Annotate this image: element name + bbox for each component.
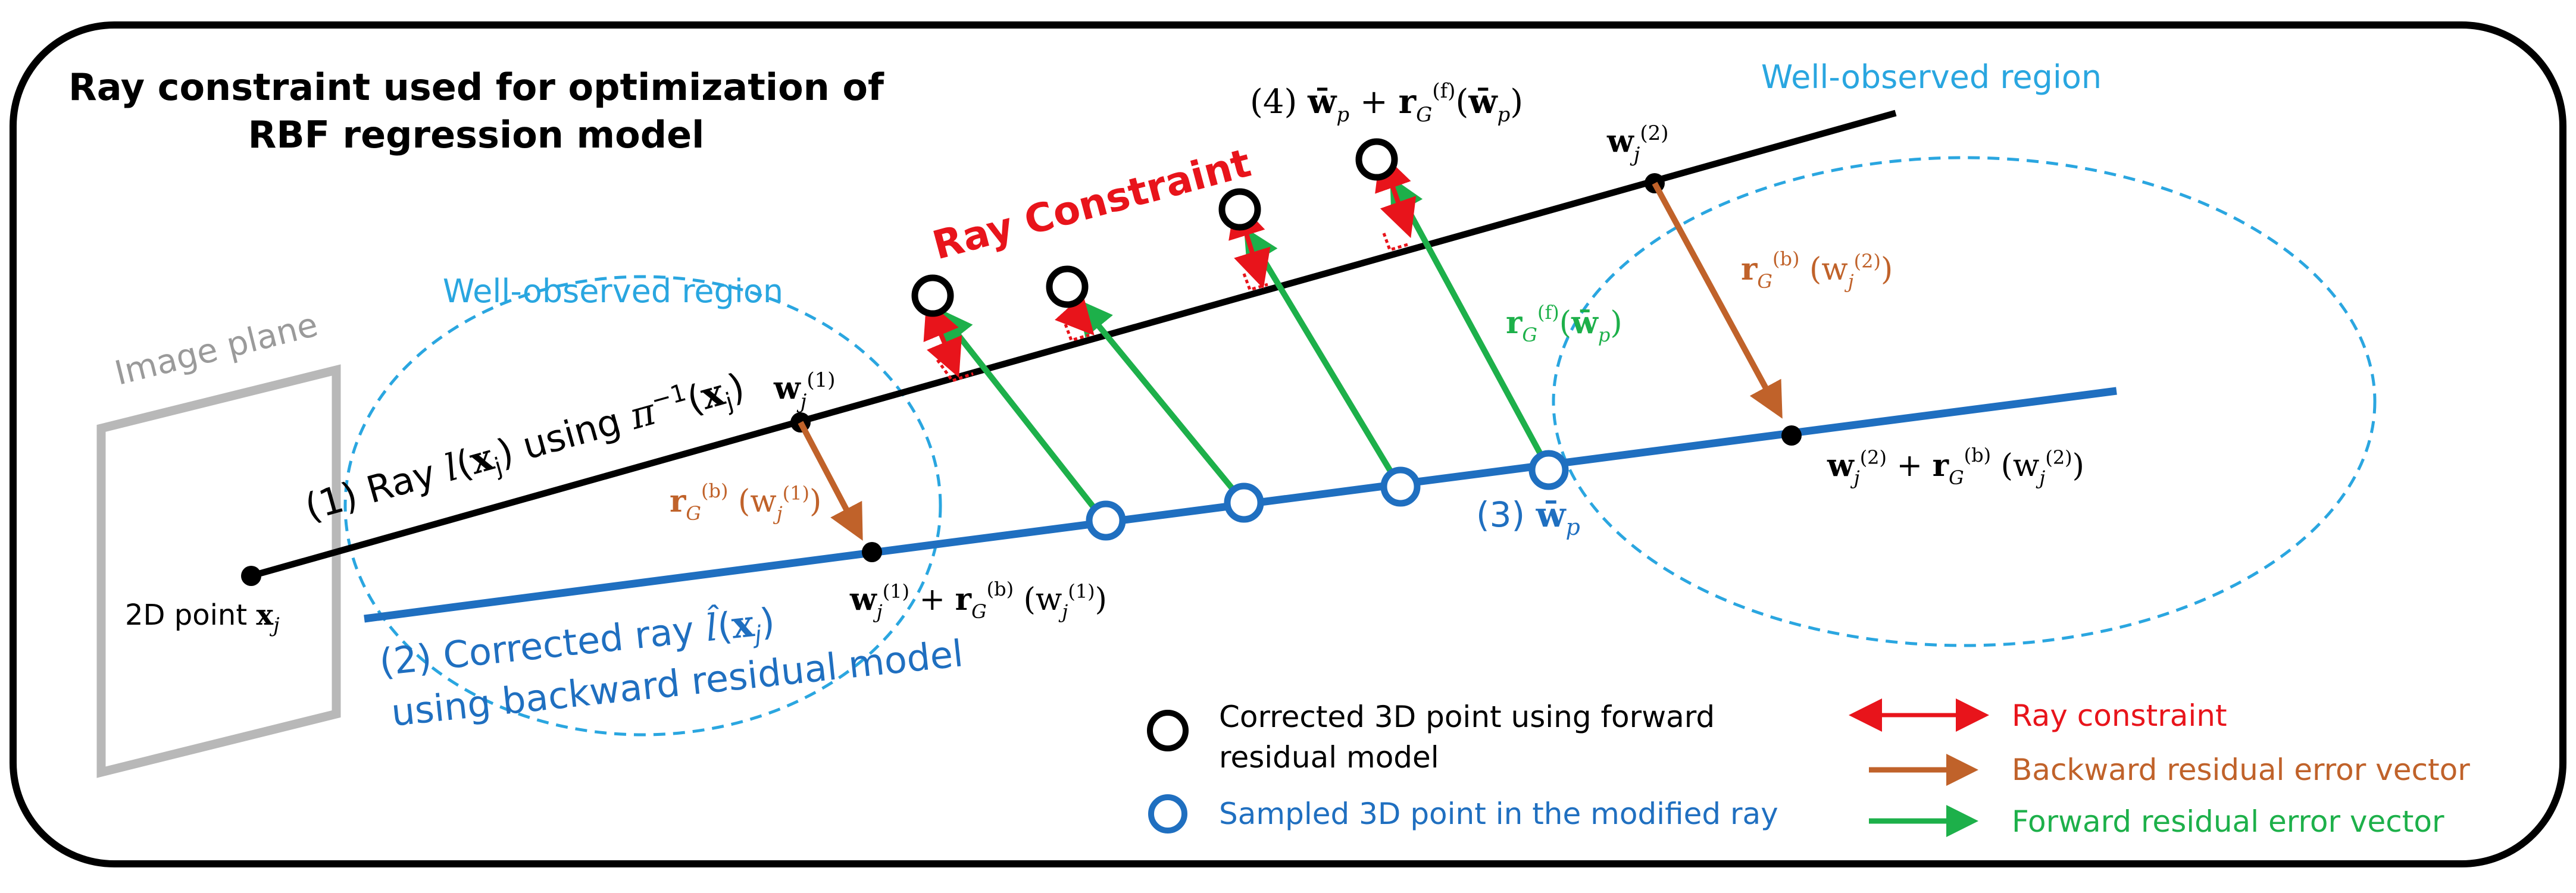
legend: Corrected 3D point using forward residua… — [1147, 698, 2470, 839]
legend-blue-circle-icon — [1148, 794, 1187, 834]
backward-vector-1 — [798, 421, 863, 541]
title-line-1: Ray constraint used for optimization of — [68, 65, 884, 109]
point-wj1-label: wj(1) — [773, 368, 835, 413]
ray-constraint-arrow-1 — [923, 299, 962, 378]
forward-vector-2 — [1076, 299, 1246, 505]
legend-green-arrow-label: Forward residual error vector — [2012, 804, 2444, 839]
well-observed-region-left — [343, 275, 942, 737]
title-line-2: RBF regression model — [248, 113, 705, 156]
label-3-sampled: (3) w̄p — [1476, 494, 1580, 540]
right-angle-marker-2 — [1064, 324, 1090, 343]
legend-black-circle-label-1: Corrected 3D point using forward — [1219, 700, 1715, 734]
ray-line — [250, 109, 1897, 579]
corrected-wj2-label: wj(2) + rG(b) (wj(2)) — [1827, 444, 2084, 489]
legend-black-circle-label-2: residual model — [1219, 740, 1439, 775]
ray-constraint-arrow-4 — [1375, 151, 1417, 239]
forward-vector-4 — [1390, 176, 1550, 469]
sampled-3d-point-3 — [1380, 466, 1421, 507]
legend-red-arrow-label: Ray constraint — [2012, 698, 2227, 733]
ray-constraint-arrow-3 — [1228, 199, 1271, 289]
legend-black-circle-icon — [1147, 710, 1189, 751]
forward-vector-3 — [1243, 227, 1402, 487]
well-observed-region-right — [1552, 156, 2377, 647]
label-4-formula: (4) w̄p + rG(f)(w̄p) — [1250, 79, 1523, 127]
point-wj2-corrected — [1781, 425, 1802, 446]
point-2d-label: 2D point xj — [125, 599, 280, 637]
backward-residual-1-label: rG(b) (wj(1)) — [670, 480, 821, 525]
sampled-3d-point-4 — [1528, 450, 1569, 490]
right-angle-marker-1 — [936, 359, 974, 383]
legend-orange-arrow-label: Backward residual error vector — [2012, 753, 2470, 787]
corrected-3d-point-3 — [1218, 188, 1261, 231]
ray-constraint-label: Ray Constraint — [928, 140, 1255, 269]
corrected-3d-point-2 — [1046, 265, 1089, 308]
corrected-3d-point-4 — [1355, 138, 1398, 181]
backward-residual-2-label: rG(b) (wj(2)) — [1741, 247, 1893, 293]
sampled-3d-point-2 — [1224, 482, 1264, 523]
corrected-3d-point-1 — [911, 274, 954, 317]
point-wj2-label: wj(2) — [1606, 121, 1668, 167]
legend-blue-circle-label: Sampled 3D point in the modified ray — [1219, 797, 1778, 831]
forward-residual-label: rG(f)(w̄p) — [1506, 301, 1622, 346]
forward-vector-1 — [936, 308, 1106, 523]
ray-constraint-arrow-2 — [1055, 294, 1095, 336]
right-angle-marker-3 — [1242, 273, 1268, 292]
outer-frame — [10, 21, 2566, 867]
backward-vector-2 — [1652, 181, 1783, 419]
image-plane — [96, 364, 341, 778]
well-observed-label-right: Well-observed region — [1761, 58, 2102, 96]
well-observed-label-left: Well-observed region — [443, 272, 783, 310]
point-wj1-corrected — [862, 542, 882, 562]
sampled-3d-point-1 — [1086, 500, 1126, 541]
corrected-wj1-label: wj(1) + rG(b) (wj(1)) — [849, 578, 1107, 623]
right-angle-marker-4 — [1382, 233, 1408, 252]
